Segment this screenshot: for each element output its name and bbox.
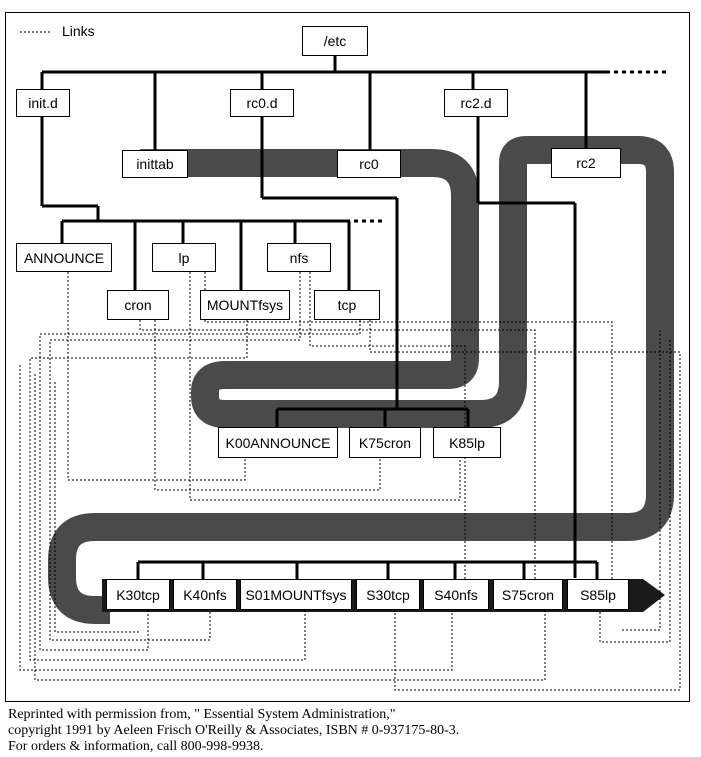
credit-text: Reprinted with permission from, " Essent… xyxy=(8,707,459,755)
path-band xyxy=(48,136,674,624)
node-inittab[interactable]: inittab xyxy=(122,150,188,178)
node-nfs[interactable]: nfs xyxy=(267,243,331,272)
node-k00announce[interactable]: K00ANNOUNCE xyxy=(218,427,338,458)
node-tcp[interactable]: tcp xyxy=(314,290,380,320)
credit-line-3: For orders & information, call 800-998-9… xyxy=(8,739,264,754)
node-s01mountfsys[interactable]: S01MOUNTfsys xyxy=(240,579,352,610)
node-k75cron[interactable]: K75cron xyxy=(349,427,421,458)
node-rc2[interactable]: rc2 xyxy=(551,148,621,178)
node-s30tcp[interactable]: S30tcp xyxy=(356,579,420,610)
node-cron[interactable]: cron xyxy=(107,290,169,320)
credit-line-1: Reprinted with permission from, " Essent… xyxy=(8,707,396,722)
node-k30tcp[interactable]: K30tcp xyxy=(106,579,170,610)
node-rc2-d[interactable]: rc2.d xyxy=(444,89,508,117)
tree-lines xyxy=(40,55,610,580)
credit-line-2: copyright 1991 by Aeleen Frisch O'Reilly… xyxy=(8,723,460,738)
node-s85lp[interactable]: S85lp xyxy=(567,579,629,610)
node-init-d[interactable]: init.d xyxy=(16,89,70,117)
node-s75cron[interactable]: S75cron xyxy=(493,579,563,610)
node-rc0[interactable]: rc0 xyxy=(337,150,401,178)
node-s40nfs[interactable]: S40nfs xyxy=(423,579,489,610)
continuation-dots xyxy=(354,70,670,223)
node-rc0-d[interactable]: rc0.d xyxy=(230,89,294,117)
node-etc[interactable]: /etc xyxy=(302,26,368,56)
node-k40nfs[interactable]: K40nfs xyxy=(173,579,237,610)
node-announce[interactable]: ANNOUNCE xyxy=(16,243,112,272)
link-lines xyxy=(19,272,681,691)
node-mountfsys[interactable]: MOUNTfsys xyxy=(200,290,290,320)
node-k85lp[interactable]: K85lp xyxy=(433,427,501,458)
legend-label: Links xyxy=(62,23,95,39)
node-lp[interactable]: lp xyxy=(152,243,216,272)
